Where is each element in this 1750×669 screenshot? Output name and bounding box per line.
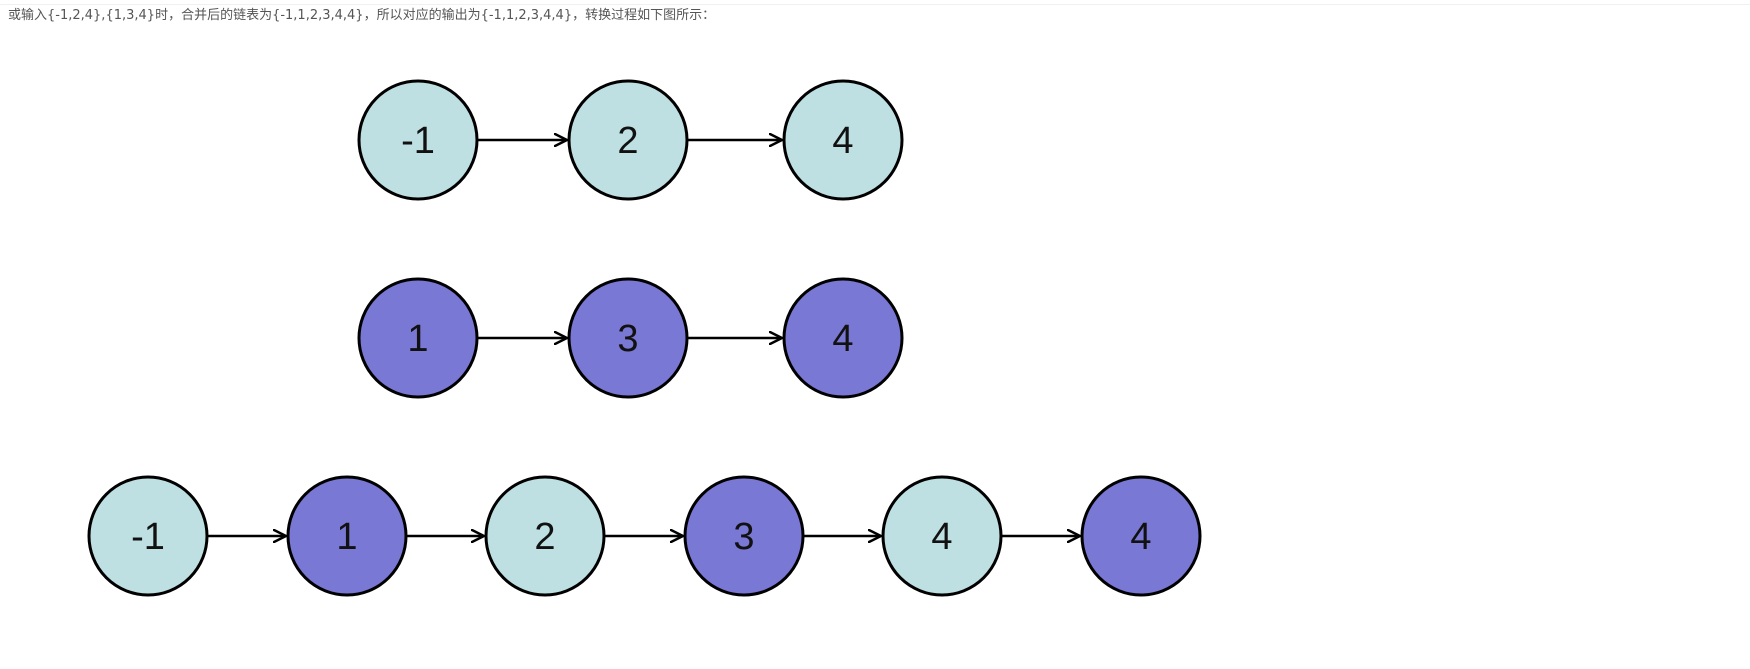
merged-list-node-6: 4: [1080, 475, 1202, 597]
list-b-node-1: 1: [357, 277, 479, 399]
merged-list-node-1: -1: [87, 475, 209, 597]
node-circle: [1080, 475, 1202, 597]
list-b-node-3: 4: [782, 277, 904, 399]
node-circle: [782, 79, 904, 201]
node-value: 3: [733, 516, 754, 558]
node-circle: [881, 475, 1003, 597]
node-value: 3: [617, 318, 638, 360]
node-circle: [286, 475, 408, 597]
node-circle: [484, 475, 606, 597]
list-a-node-2: 2: [567, 79, 689, 201]
merged-list: -1 1 2 3 4 4: [87, 475, 1202, 597]
node-circle: [357, 79, 479, 201]
node-circle: [87, 475, 209, 597]
list-a-node-1: -1: [357, 79, 479, 201]
list-a: -1 2 4: [357, 79, 904, 201]
merged-list-node-5: 4: [881, 475, 1003, 597]
description-text: 或输入{-1,2,4},{1,3,4}时，合并后的链表为{-1,1,2,3,4,…: [8, 8, 716, 23]
node-value: 2: [534, 516, 555, 558]
node-value: 2: [617, 120, 638, 162]
node-value: -1: [401, 120, 435, 162]
node-value: 1: [336, 516, 357, 558]
list-a-node-3: 4: [782, 79, 904, 201]
node-value: 4: [931, 516, 952, 558]
node-value: 4: [832, 318, 853, 360]
node-value: 4: [832, 120, 853, 162]
node-circle: [567, 79, 689, 201]
top-divider: [0, 4, 1750, 5]
node-circle: [782, 277, 904, 399]
merged-list-node-4: 3: [683, 475, 805, 597]
list-b-node-2: 3: [567, 277, 689, 399]
list-b: 1 3 4: [357, 277, 904, 399]
merged-list-node-2: 1: [286, 475, 408, 597]
node-value: -1: [131, 516, 165, 558]
merged-list-node-3: 2: [484, 475, 606, 597]
node-circle: [567, 277, 689, 399]
node-circle: [357, 277, 479, 399]
node-value: 4: [1130, 516, 1151, 558]
node-value: 1: [407, 318, 428, 360]
node-circle: [683, 475, 805, 597]
